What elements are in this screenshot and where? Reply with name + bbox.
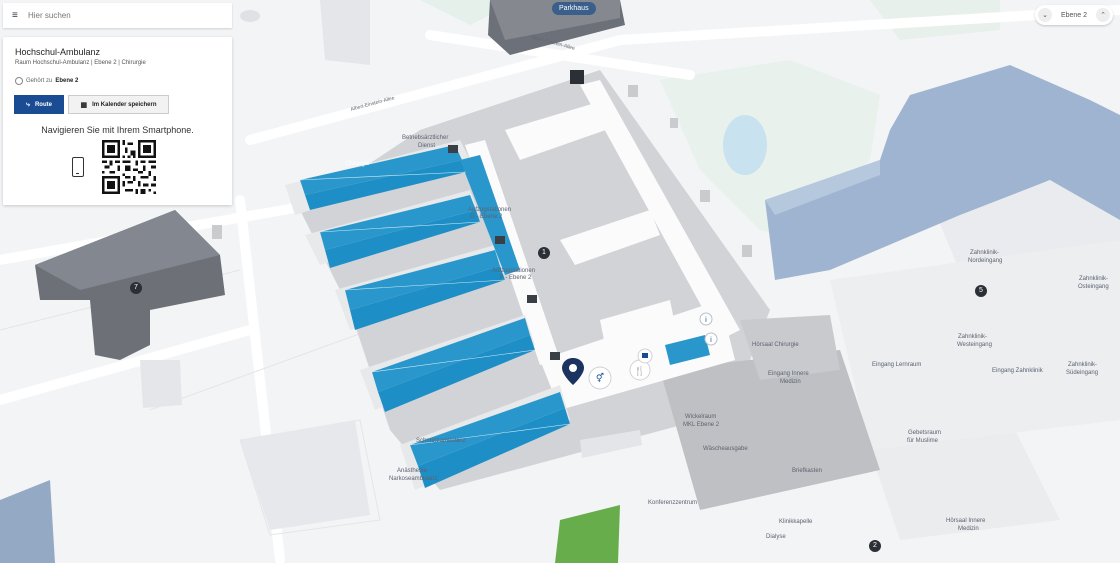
wing-1 <box>285 140 470 215</box>
info-icon: i i <box>699 312 718 346</box>
building-large-blue <box>765 65 1120 280</box>
map-label[interactable]: Nordeingang <box>968 258 1003 264</box>
building-number-marker[interactable]: 7 <box>130 282 142 294</box>
building-number-marker[interactable]: 1 <box>538 247 550 259</box>
location-info-panel: Hochschul-Ambulanz Raum Hochschul-Ambula… <box>3 37 232 205</box>
calendar-icon: ▦ <box>80 101 88 109</box>
map-label[interactable]: Wäscheausgabe <box>703 446 748 452</box>
svg-text:⚥: ⚥ <box>596 372 604 384</box>
map-label[interactable]: MKL Ebene 2 <box>683 422 720 428</box>
map-label[interactable]: F - Ebene 2 <box>500 275 532 281</box>
save-calendar-button[interactable]: ▦ Im Kalender speichern <box>68 95 169 114</box>
map-label[interactable]: Konferenzzentrum <box>648 500 698 506</box>
map-label[interactable]: Klinikkapelle <box>779 519 813 525</box>
svg-text:i: i <box>705 316 707 324</box>
belongs-to: Gehört zu Ebene 2 <box>15 77 78 85</box>
qr-code <box>102 140 156 194</box>
map-label[interactable]: Eingang Innere <box>768 371 809 377</box>
map-label[interactable]: für Muslime <box>907 438 939 444</box>
parkhaus-label[interactable]: Parkhaus <box>552 2 596 15</box>
map-label[interactable]: Osteingang <box>1078 284 1109 290</box>
map-label[interactable]: Aufzugstationen <box>468 207 512 213</box>
wing-4 <box>360 315 535 412</box>
map-label[interactable]: Schmerzambulanz <box>416 438 466 444</box>
level-selector: ⌄ Ebene 2 ⌃ <box>1035 5 1113 25</box>
map-label[interactable]: Aufzugstationen <box>492 268 536 274</box>
chevron-down-icon[interactable]: ⌄ <box>1038 8 1052 22</box>
route-button-label: Route <box>34 101 52 108</box>
map-label[interactable]: Zahnklinik- <box>958 334 988 340</box>
map-label[interactable]: Betriebsärztlicher <box>402 135 449 141</box>
layer-icon <box>15 77 23 85</box>
smartphone-text: Navigieren Sie mit Ihrem Smartphone. <box>41 125 194 135</box>
map-label[interactable]: Westeingang <box>957 342 992 348</box>
map-label[interactable]: Eingang Lernraum <box>872 362 922 368</box>
map-label[interactable]: Zahnklinik- <box>1079 276 1109 282</box>
svg-text:i: i <box>710 336 712 344</box>
phone-icon <box>72 157 84 177</box>
chevron-up-icon[interactable]: ⌃ <box>1096 8 1110 22</box>
map-label[interactable]: Narkoseambulanz <box>389 476 438 482</box>
map-label[interactable]: Medizin <box>958 526 979 532</box>
belongs-prefix: Gehört zu <box>26 78 53 84</box>
map-label[interactable]: Gebetsraum <box>908 430 942 436</box>
wing-3 <box>335 245 505 330</box>
level-label: Ebene 2 <box>1060 11 1088 19</box>
shop-icon <box>637 348 653 364</box>
location-title: Hochschul-Ambulanz <box>15 47 101 57</box>
route-button[interactable]: ⤷ Route <box>14 95 64 114</box>
location-subtitle: Raum Hochschul-Ambulanz | Ebene 2 | Chir… <box>15 60 146 66</box>
map-label[interactable]: Eingang Zahnklinik <box>992 368 1043 374</box>
map-label[interactable]: Anästhesie- <box>397 468 429 474</box>
location-pin-icon <box>562 358 584 385</box>
building-green <box>555 505 620 563</box>
map-label[interactable]: Briefkasten <box>792 468 823 474</box>
svg-text:🍴: 🍴 <box>634 365 645 377</box>
map-label[interactable]: Chirurgie <box>345 161 370 167</box>
toilet-icon: ⚥ <box>588 366 612 390</box>
map-label[interactable]: Hörsaal Chirurgie <box>752 342 799 348</box>
search-bar: ≡ <box>3 3 232 28</box>
map-label[interactable]: Hörsaal Innere <box>946 518 986 524</box>
map-label[interactable]: Dienst <box>418 143 436 149</box>
search-input[interactable] <box>28 11 218 20</box>
building-number-marker[interactable]: 5 <box>975 285 987 297</box>
building-number-marker[interactable]: 2 <box>869 540 881 552</box>
map-label[interactable]: Wickelraum <box>685 414 717 420</box>
map-label[interactable]: Zahnklinik- <box>970 250 1000 256</box>
map-label[interactable]: G - Ebene 2 <box>470 214 503 220</box>
map-label[interactable]: Südeingang <box>1066 370 1099 376</box>
route-icon: ⤷ <box>26 100 30 108</box>
map-label[interactable]: Zahnklinik- <box>1068 362 1098 368</box>
save-calendar-label: Im Kalender speichern <box>92 101 157 108</box>
map-label[interactable]: Medizin <box>780 379 801 385</box>
map-label[interactable]: Dialyse <box>766 534 786 540</box>
belongs-value[interactable]: Ebene 2 <box>55 78 79 84</box>
menu-icon[interactable]: ≡ <box>12 10 18 21</box>
wing-5 <box>400 385 570 490</box>
